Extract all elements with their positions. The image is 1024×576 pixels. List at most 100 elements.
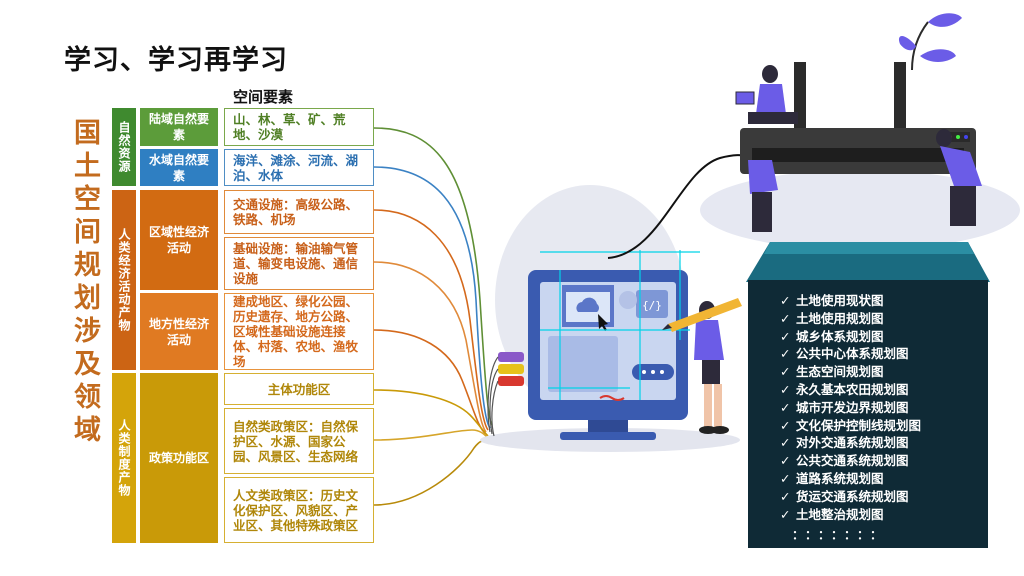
item-built-areas: 建成地区、绿化公园、历史遗存、地方公路、区域性基础设施连接体、村落、农地、渔牧场: [224, 293, 374, 370]
plan-list-item: ✓ 土地使用现状图: [780, 292, 921, 310]
plan-list-item-label: 生态空间规划图: [796, 364, 884, 380]
category-institutional-products: 人类制度产物: [112, 373, 136, 543]
check-icon: ✓: [780, 417, 791, 433]
item-water-elements: 海洋、滩涂、河流、湖泊、水体: [224, 149, 374, 186]
plan-list-item: ✓ 道路系统规划图: [780, 470, 921, 488]
check-icon: ✓: [780, 488, 791, 504]
item-land-elements: 山、林、草、矿、荒地、沙漠: [224, 108, 374, 146]
plan-list-item-label: 道路系统规划图: [796, 470, 884, 486]
plant-leaf: [920, 49, 956, 62]
check-icon: ✓: [780, 293, 791, 308]
printer-pillar-right: [894, 62, 906, 142]
wire-orange-1: [373, 209, 489, 431]
plan-list-item: ✓ 货运交通系统规划图: [780, 488, 921, 506]
subcategory-water-natural: 水域自然要素: [140, 149, 218, 186]
code-symbol-icon: {/}: [642, 299, 662, 312]
subcategory-local-economic: 地方性经济活动: [140, 293, 218, 370]
plan-list-item: ✓ 生态空间规划图: [780, 363, 921, 381]
check-icon: ✓: [780, 470, 791, 486]
subcategory-land-natural: 陆域自然要素: [140, 108, 218, 146]
plan-list-item-label: 公共中心体系规划图: [796, 346, 909, 362]
sitting-person-head: [762, 65, 778, 83]
screen-panel: [548, 336, 618, 392]
check-icon: ✓: [780, 453, 791, 469]
sitting-person-legs: [748, 112, 798, 124]
check-icon: ✓: [780, 399, 791, 415]
bending-person-legs: [752, 192, 772, 232]
plan-list-item: ✓ 公共交通系统规划图: [780, 452, 921, 470]
plan-list-item: ✓ 城乡体系规划图: [780, 328, 921, 346]
plan-list-item: ✓ 文化保护控制线规划图: [780, 417, 921, 435]
cable-to-printer: [607, 154, 751, 259]
right-person-body: [940, 146, 982, 186]
plan-list-item: ✓ 公共中心体系规划图: [780, 345, 921, 363]
plan-list-item-label: 城乡体系规划图: [796, 328, 884, 344]
bending-person-body: [748, 160, 778, 194]
person-leg-lower: [704, 384, 712, 428]
wire-yellow-1: [373, 389, 489, 437]
subcategory-policy-zone: 政策功能区: [140, 373, 218, 543]
page-title: 学习、学习再学习: [64, 45, 288, 76]
plug-red: [498, 376, 524, 386]
right-person-legs: [950, 186, 976, 226]
printer-slot: [752, 148, 964, 162]
plan-list-item-label: 土地使用现状图: [796, 293, 884, 308]
plug-cables: [487, 356, 499, 437]
check-icon: ✓: [780, 328, 791, 344]
plant-stem: [911, 21, 929, 71]
subcategory-regional-economic: 区域性经济活动: [140, 190, 218, 290]
plug-purple: [498, 352, 524, 362]
plant-leaf: [898, 36, 916, 51]
plan-list-item-label: 土地整治规划图: [796, 506, 884, 522]
check-icon: ✓: [780, 310, 791, 326]
plan-list-item: ✓ 永久基本农田规划图: [780, 381, 921, 399]
category-economic-products: 人类经济活动产物: [112, 190, 136, 370]
person-leg-lower: [714, 384, 722, 428]
tablet-icon: [735, 91, 755, 105]
plan-list-panel: [748, 280, 988, 548]
plan-list-item-label: 永久基本农田规划图: [796, 381, 909, 397]
item-natural-policy-zone: 自然类政策区：自然保护区、水源、国家公园、风景区、生态网络: [224, 408, 374, 474]
check-icon: ✓: [780, 346, 791, 362]
plan-list-item-label: 土地使用规划图: [796, 310, 884, 326]
check-icon: ✓: [780, 381, 791, 397]
right-person-head: [936, 129, 952, 147]
monitor-shadow-wave: [599, 395, 625, 401]
vertical-title: 国土空间规划涉及领域: [69, 118, 100, 448]
check-icon: ✓: [780, 364, 791, 380]
plant-leaf: [928, 13, 962, 27]
item-main-function-zone: 主体功能区: [224, 373, 374, 405]
wire-orange-3: [373, 329, 487, 435]
check-icon: ✓: [780, 506, 791, 522]
cursor-icon: [598, 314, 608, 331]
table-header: 空间要素: [232, 88, 293, 106]
plan-list-item-label: 对外交通系统规划图: [796, 435, 909, 451]
cloud-upload-icon: [576, 297, 599, 312]
item-transport-facilities: 交通设施：高级公路、铁路、机场: [224, 190, 374, 234]
printer-shadow: [700, 170, 1020, 250]
plan-list-item: ✓ 土地使用规划图: [780, 310, 921, 328]
list-ellipsis: ：：：：：：：: [792, 528, 890, 542]
plan-list-item-label: 城市开发边界规划图: [796, 399, 909, 415]
monitor-base: [560, 432, 656, 440]
plug-yellow: [498, 364, 524, 374]
person-body: [694, 320, 724, 360]
plan-list-item-label: 公共交通系统规划图: [796, 453, 909, 469]
plan-list-item-label: 文化保护控制线规划图: [796, 417, 922, 433]
plan-list-item: ✓ 城市开发边界规划图: [780, 399, 921, 417]
panel-top-highlight: [764, 242, 974, 254]
wire-orange-2: [373, 261, 487, 433]
plan-list-item-label: 货运交通系统规划图: [796, 488, 909, 504]
item-infrastructure: 基础设施：输油输气管道、输变电设施、通信设施: [224, 237, 374, 290]
plan-list-item: ✓ 土地整治规划图: [780, 506, 921, 524]
pencil-icon: [668, 298, 742, 332]
person-legs: [702, 360, 720, 384]
item-cultural-policy-zone: 人文类政策区：历史文化保护区、风貌区、产业区、其他特殊政策区: [224, 477, 374, 543]
check-icon: ✓: [780, 435, 791, 451]
gear-icon: [619, 291, 637, 309]
category-natural-resources: 自然资源: [112, 108, 136, 186]
sitting-person-body: [756, 84, 786, 114]
screen-code-card: [636, 290, 668, 318]
wire-blue: [373, 166, 491, 429]
